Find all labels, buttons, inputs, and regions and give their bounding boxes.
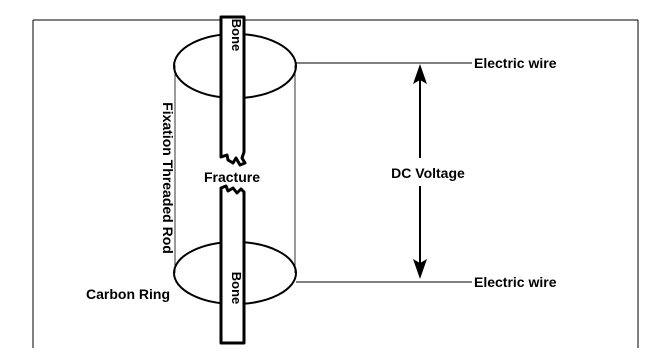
label-carbon-ring: Carbon Ring — [86, 286, 170, 302]
label-electric-wire-bottom: Electric wire — [474, 274, 557, 290]
label-electric-wire-top: Electric wire — [474, 55, 557, 71]
arrowhead-down-icon — [413, 259, 427, 279]
label-bone-top: Bone — [229, 19, 244, 52]
bone-lower — [219, 184, 246, 345]
label-fixation-rod: Fixation Threaded Rod — [160, 102, 176, 254]
frame — [32, 19, 639, 348]
bone-upper — [219, 15, 247, 167]
label-dc-voltage: DC Voltage — [391, 165, 465, 181]
fixation-rod — [174, 65, 296, 273]
label-bone-bottom: Bone — [229, 272, 244, 305]
dc-voltage-arrow — [413, 64, 427, 279]
arrowhead-up-icon — [413, 64, 427, 84]
label-fracture: Fracture — [204, 169, 260, 185]
